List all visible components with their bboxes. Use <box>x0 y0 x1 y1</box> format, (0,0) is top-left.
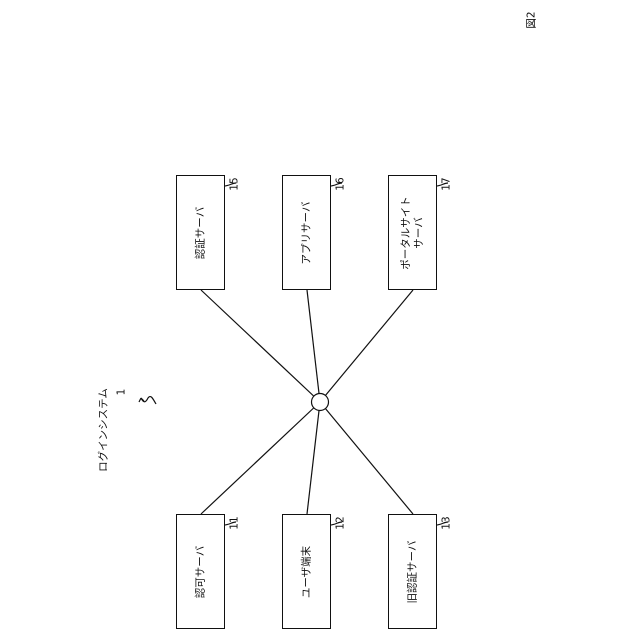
node-oldauth-label: 旧認証サーバ <box>406 540 419 603</box>
node-portal-label: ポータルサイト サーバ <box>400 196 426 270</box>
node-old-auth-server: 旧認証サーバ <box>388 514 437 629</box>
node-authz-server: 認可サーバ <box>176 514 225 629</box>
connector-line-oldauth <box>320 402 413 514</box>
node-app-server: アプリサーバ <box>282 175 331 290</box>
connector-line-user <box>307 402 320 514</box>
connector-line-portal <box>320 290 413 402</box>
node-user-label: ユーザ端末 <box>300 545 313 597</box>
node-auth-label: 認証サーバ <box>194 206 207 258</box>
connector-line-app <box>307 290 320 402</box>
connector-line-auth <box>201 290 320 402</box>
node-app-label: アプリサーバ <box>300 201 313 264</box>
node-auth-server: 認証サーバ <box>176 175 225 290</box>
node-user-terminal: ユーザ端末 <box>282 514 331 629</box>
connector-line-authz <box>201 402 320 514</box>
node-portal-server: ポータルサイト サーバ <box>388 175 437 290</box>
network-hub <box>312 394 329 411</box>
node-authz-label: 認可サーバ <box>194 545 207 597</box>
